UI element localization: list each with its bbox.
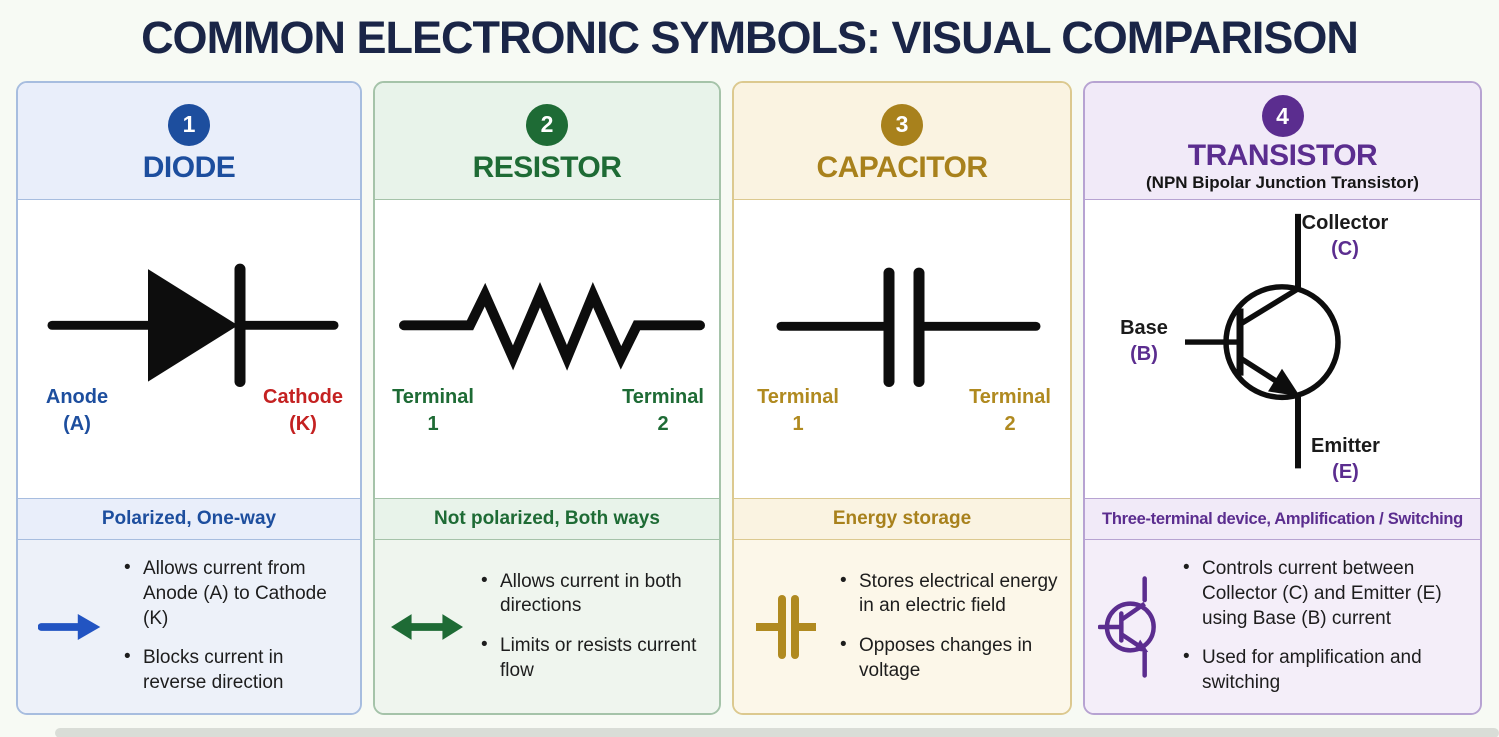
capacitor-symbol [776,267,1041,387]
card-transistor-header: 4 TRANSISTOR (NPN Bipolar Junction Trans… [1085,83,1480,200]
diode-bullets: Allows current from Anode (A) to Cathode… [122,556,360,695]
resistor-summary-band: Not polarized, Both ways [375,498,719,540]
card-resistor: 2 RESISTOR Terminal 1 Terminal 2 Not pol… [373,81,721,715]
card-title: RESISTOR [472,150,622,184]
diode-symbol [47,263,339,387]
terminal1-label: Terminal 1 [392,386,474,435]
npn-transistor-symbol [1185,213,1341,469]
capacitor-bullets: Stores electrical energy in an electric … [838,569,1070,684]
terminal2-label: Terminal 2 [969,386,1051,435]
bullet-item: Allows current in both directions [479,569,709,619]
card-title: DIODE [142,150,236,184]
card-transistor: 4 TRANSISTOR (NPN Bipolar Junction Trans… [1083,81,1482,715]
transistor-bullets-area: Controls current between Collector (C) a… [1085,540,1480,713]
cathode-label: Cathode (K) [263,386,343,435]
arrow-both-icon [375,610,479,644]
terminal2-label: Terminal 2 [622,386,704,435]
terminal1-label: Terminal 1 [757,386,839,435]
number-badge: 4 [1261,95,1304,137]
card-resistor-header: 2 RESISTOR [375,83,719,200]
bullet-item: Allows current from Anode (A) to Cathode… [122,556,350,631]
resistor-symbol [399,282,705,371]
base-label: Base (B) [1120,317,1168,365]
card-diode-header: 1 DIODE [18,83,360,200]
card-subtitle: (NPN Bipolar Junction Transistor) [1146,173,1419,192]
capacitor-symbol-area: Terminal 1 Terminal 2 [734,200,1070,498]
bullet-item: Controls current between Collector (C) a… [1181,556,1470,631]
number-badge: 2 [526,103,568,146]
bullet-item: Limits or resists current flow [479,633,709,683]
collector-label: Collector (C) [1301,212,1389,260]
bullet-item: Stores electrical energy in an electric … [838,569,1060,619]
bullet-item: Used for amplification and switching [1181,645,1470,695]
summary-text: Energy storage [832,508,972,529]
emitter-label: Emitter (E) [1311,435,1380,483]
summary-text: Not polarized, Both ways [434,508,660,529]
card-title: CAPACITOR [816,150,988,184]
card-capacitor-header: 3 CAPACITOR [734,83,1070,200]
capacitor-icon [734,591,838,663]
resistor-bullets-area: Allows current in both directions Limits… [375,540,719,713]
diode-symbol-area: Anode (A) Cathode (K) [18,200,360,498]
arrow-right-icon [18,610,122,644]
transistor-summary-band: Three-terminal device, Amplification / S… [1085,498,1480,540]
bottom-scrollbar[interactable] [55,728,1499,737]
transistor-symbol-area: Collector (C) Base (B) Emitter (E) [1085,200,1480,498]
diode-bullets-area: Allows current from Anode (A) to Cathode… [18,540,360,713]
capacitor-summary-band: Energy storage [734,498,1070,540]
card-title: TRANSISTOR [1187,139,1378,172]
page-title: COMMON ELECTRONIC SYMBOLS: VISUAL COMPAR… [141,12,1359,63]
summary-text: Three-terminal device, Amplification / S… [1102,509,1463,528]
cards-row: 1 DIODE Anode (A) Cathode (K) Polarized,… [16,81,1482,715]
resistor-symbol-area: Terminal 1 Terminal 2 [375,200,719,498]
transistor-icon [1085,573,1181,681]
transistor-bullets: Controls current between Collector (C) a… [1181,556,1480,695]
bullet-item: Opposes changes in voltage [838,633,1060,683]
bullet-item: Blocks current in reverse direction [122,645,350,695]
diode-summary-band: Polarized, One-way [18,498,360,540]
summary-text: Polarized, One-way [101,508,277,529]
number-badge: 1 [168,103,210,146]
anode-label: Anode (A) [45,386,109,435]
capacitor-bullets-area: Stores electrical energy in an electric … [734,540,1070,713]
card-capacitor: 3 CAPACITOR Terminal 1 Terminal 2 Energy… [732,81,1072,715]
card-diode: 1 DIODE Anode (A) Cathode (K) Polarized,… [16,81,362,715]
resistor-bullets: Allows current in both directions Limits… [479,569,719,684]
number-badge: 3 [881,103,923,146]
